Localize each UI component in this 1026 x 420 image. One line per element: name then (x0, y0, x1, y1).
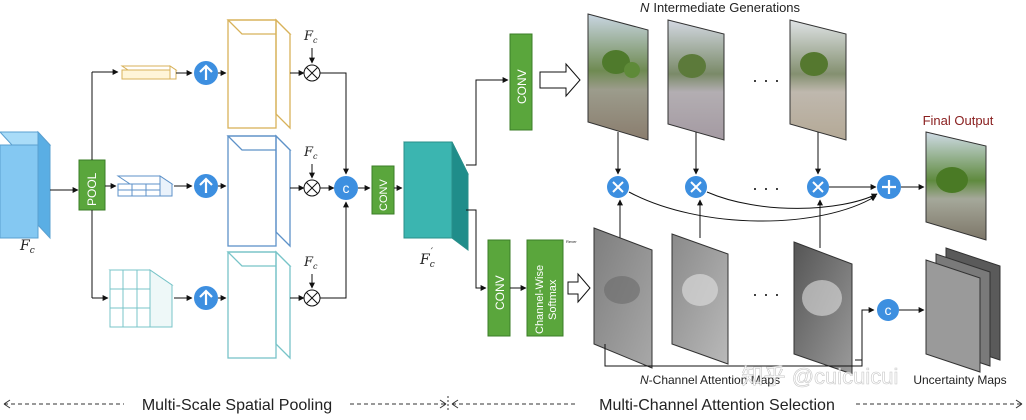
fc-branch3-label: Fc (303, 255, 318, 271)
multiply-icon (685, 176, 707, 198)
attention-maps-label: N-Channel Attention Maps (640, 373, 780, 387)
conv-block-1: CONV (371, 165, 395, 215)
intermediate-image-2 (667, 19, 725, 141)
fc-prime-feature (403, 141, 469, 251)
svg-text:CONV: CONV (515, 69, 529, 104)
intermediate-image-1 (587, 13, 649, 141)
branch3-small-feature (108, 269, 174, 328)
fc-prime-label: Fc′ (419, 247, 435, 270)
conv-block-bottom: CONV (487, 239, 511, 337)
multiply-icon (807, 176, 829, 198)
svg-text:POOL: POOL (85, 172, 99, 206)
hollow-arrow-icon (567, 272, 591, 304)
multiply-icon (303, 179, 321, 197)
dots-middle: · · · (752, 178, 780, 198)
attention-map-1 (593, 227, 653, 369)
final-output-image (925, 131, 987, 241)
pool-block: POOL (78, 159, 106, 211)
dots-bottom: · · · (752, 284, 780, 304)
tiny-note: Rever (566, 239, 577, 244)
fc-input-label: Fc (19, 238, 35, 256)
fc-branch2-label: Fc (303, 145, 318, 161)
svg-text:CONV: CONV (493, 275, 507, 310)
branch2-large-feature (226, 134, 292, 248)
svg-text:Softmax: Softmax (547, 279, 559, 320)
multiply-icon (303, 289, 321, 307)
final-output-label: Final Output (923, 113, 994, 128)
multiply-icon (607, 176, 629, 198)
upsample-arrow-icon (194, 286, 218, 310)
uncertainty-maps-stack (925, 247, 1001, 373)
hollow-arrow-icon (539, 62, 581, 98)
intermediate-image-3 (789, 19, 847, 141)
attention-map-3 (793, 241, 853, 375)
multi-channel-label: Multi-Channel Attention Selection (599, 397, 835, 414)
branch1-large-feature (226, 18, 292, 130)
svg-text:Channel-Wise: Channel-Wise (534, 265, 546, 334)
section-divider (3, 396, 1023, 412)
multiply-icon (303, 64, 321, 82)
channel-softmax-block: Channel-Wise Softmax (526, 239, 564, 337)
multi-scale-label: Multi-Scale Spatial Pooling (142, 397, 332, 414)
fc-branch1-label: Fc (303, 29, 318, 45)
upsample-arrow-icon (194, 174, 218, 198)
svg-text:CONV: CONV (378, 179, 390, 211)
conv-block-top: CONV (509, 33, 533, 131)
plus-icon (877, 175, 901, 199)
concat-icon: c (334, 176, 358, 200)
uncertainty-maps-label: Uncertainty Maps (913, 373, 1006, 387)
watermark: 知乎 @cuicuicui (742, 364, 899, 389)
svg-text:c: c (885, 302, 892, 318)
input-feature-block (0, 130, 52, 240)
dots-top: · · · (752, 70, 780, 90)
branch1-small-feature (120, 65, 178, 80)
concat-icon: c (877, 299, 899, 321)
attention-map-2 (671, 233, 729, 365)
upsample-arrow-icon (194, 61, 218, 85)
branch2-small-feature (116, 175, 174, 197)
svg-text:c: c (343, 180, 350, 196)
branch3-large-feature (226, 250, 292, 360)
